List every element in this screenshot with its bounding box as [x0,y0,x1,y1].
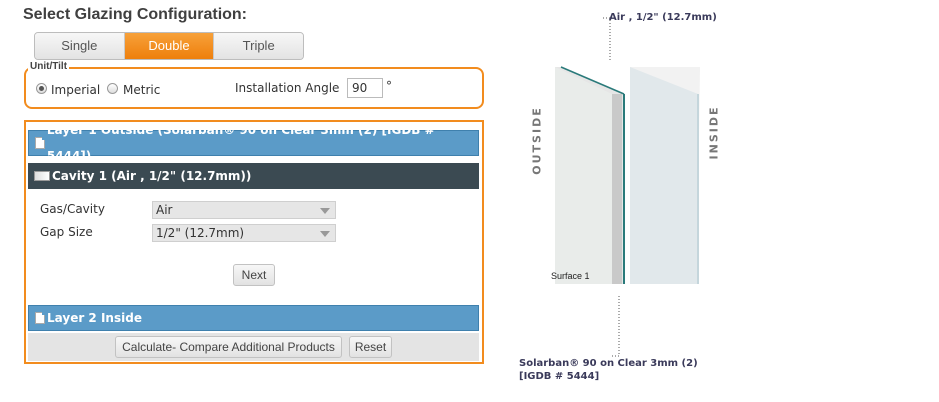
inside-label: INSIDE [707,105,721,160]
gap-size-label: Gap Size [40,225,93,239]
outer-pane-edge [612,94,622,284]
glazing-diagram [555,17,700,357]
document-icon [35,137,45,149]
bottom-callout-line2: [IGDB # 5444] [519,371,600,382]
calculate-button[interactable]: Calculate- Compare Additional Products [115,336,342,358]
cavity-1-bar[interactable]: Cavity 1 (Air , 1/2" (12.7mm)) [28,163,479,189]
installation-angle-label: Installation Angle [235,81,340,95]
layer-2-label: Layer 2 Inside [47,311,142,325]
cavity-1-label: Cavity 1 (Air , 1/2" (12.7mm)) [52,169,252,183]
configuration-selector: Single Double Triple [34,32,304,60]
layer-1-bar[interactable]: Layer 1 Outside (Solarban® 90 on Clear 3… [28,123,479,163]
outer-glass-face [555,67,612,284]
layers-panel [24,120,484,364]
reset-button[interactable]: Reset [349,336,392,358]
bottom-callout-leader [611,296,620,357]
tab-triple[interactable]: Triple [214,33,303,59]
chevron-down-icon [320,231,330,237]
coating-top-line [560,66,625,95]
layer-2-bar[interactable]: Layer 2 Inside [28,305,479,331]
tab-single[interactable]: Single [35,33,125,59]
installation-angle-input[interactable] [347,78,383,98]
document-icon [35,312,45,324]
metric-radio[interactable] [107,83,118,94]
top-callout-label: Air , 1/2" (12.7mm) [609,12,717,23]
gas-cavity-label: Gas/Cavity [40,202,105,216]
metric-label: Metric [123,83,161,97]
surface-label: Surface 1 [551,271,590,281]
imperial-radio[interactable] [36,83,47,94]
imperial-label: Imperial [51,83,101,97]
page-title: Select Glazing Configuration: [23,6,248,23]
top-callout-leader [603,17,611,60]
gap-size-value: 1/2" (12.7mm) [156,226,245,240]
glass-pane-icon [34,171,50,181]
gap-size-select[interactable]: 1/2" (12.7mm) [152,224,336,242]
degree-symbol: ° [386,79,392,93]
outside-label: OUTSIDE [530,106,544,175]
gas-cavity-select[interactable]: Air [152,201,336,219]
tab-double[interactable]: Double [124,33,215,59]
inner-glass-face [630,67,698,284]
next-button[interactable]: Next [233,264,275,286]
unit-tilt-legend: Unit/Tilt [28,61,70,72]
gas-cavity-value: Air [156,203,173,217]
chevron-down-icon [320,208,330,214]
bottom-callout-line1: Solarban® 90 on Clear 3mm (2) [519,358,698,369]
unit-tilt-group [24,67,484,109]
layer-1-label: Layer 1 Outside (Solarban® 90 on Clear 3… [46,123,435,163]
